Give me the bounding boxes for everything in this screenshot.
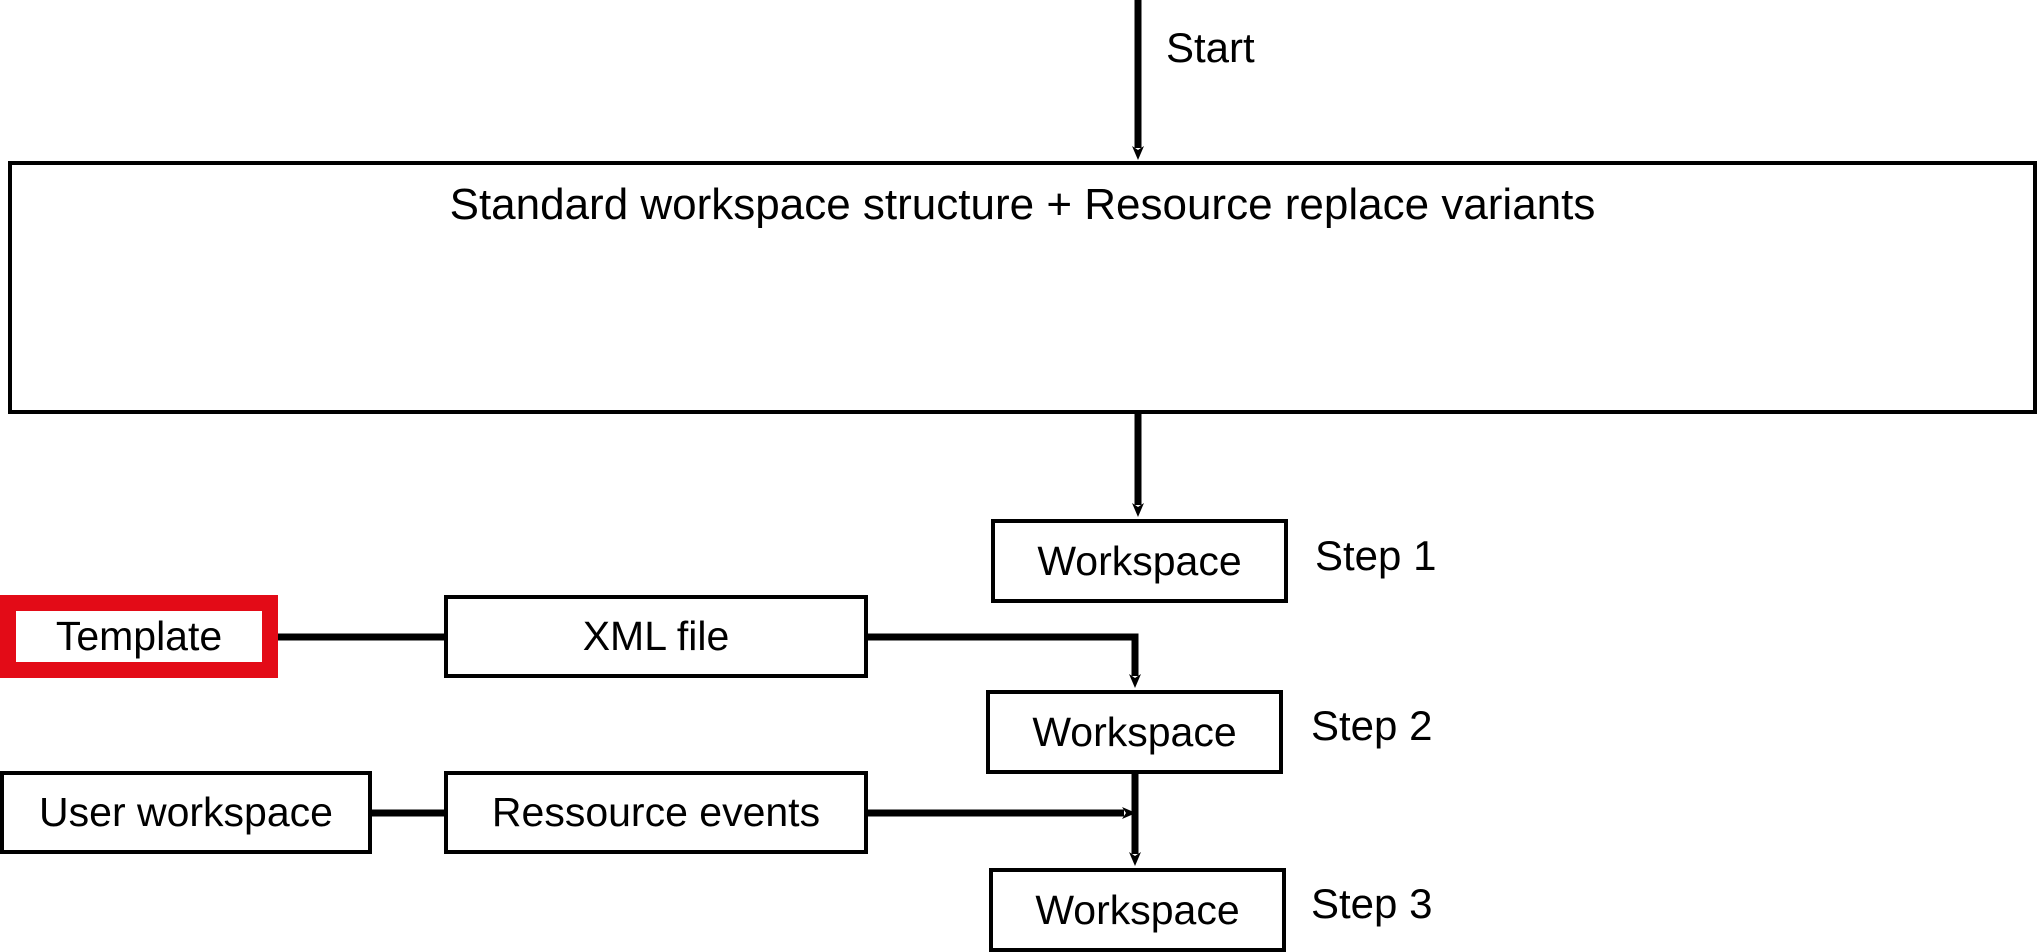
template-box-label: Template (55, 613, 223, 659)
workspace-box-step-1-label: Workspace (1037, 537, 1242, 584)
user-workspace-box: User workspace (0, 771, 372, 854)
process-box-label: Standard workspace structure + Resource … (449, 180, 1596, 229)
xml-file-box: XML file (444, 595, 868, 678)
workspace-box-step-1: Workspace (991, 519, 1288, 603)
xml-file-box-label: XML file (582, 613, 730, 659)
template-box: Template (0, 595, 278, 678)
workspace-box-step-2: Workspace (986, 690, 1283, 774)
step-label-3: Step 3 (1311, 880, 1433, 927)
ressource-events-box-label: Ressource events (491, 789, 821, 835)
workspace-box-step-2-label: Workspace (1032, 708, 1237, 755)
arrow-xmlfile-to-workspace2 (864, 633, 1141, 688)
process-box-workspace-structure: Standard workspace structure + Resource … (8, 161, 2037, 414)
workspace-box-step-3: Workspace (989, 868, 1286, 952)
step-label-1: Step 1 (1315, 532, 1437, 579)
start-label: Start (1166, 24, 1255, 71)
step-label-2: Step 2 (1311, 702, 1433, 749)
user-workspace-box-label: User workspace (39, 789, 333, 835)
workspace-box-step-3-label: Workspace (1035, 886, 1240, 933)
ressource-events-box: Ressource events (444, 771, 868, 854)
